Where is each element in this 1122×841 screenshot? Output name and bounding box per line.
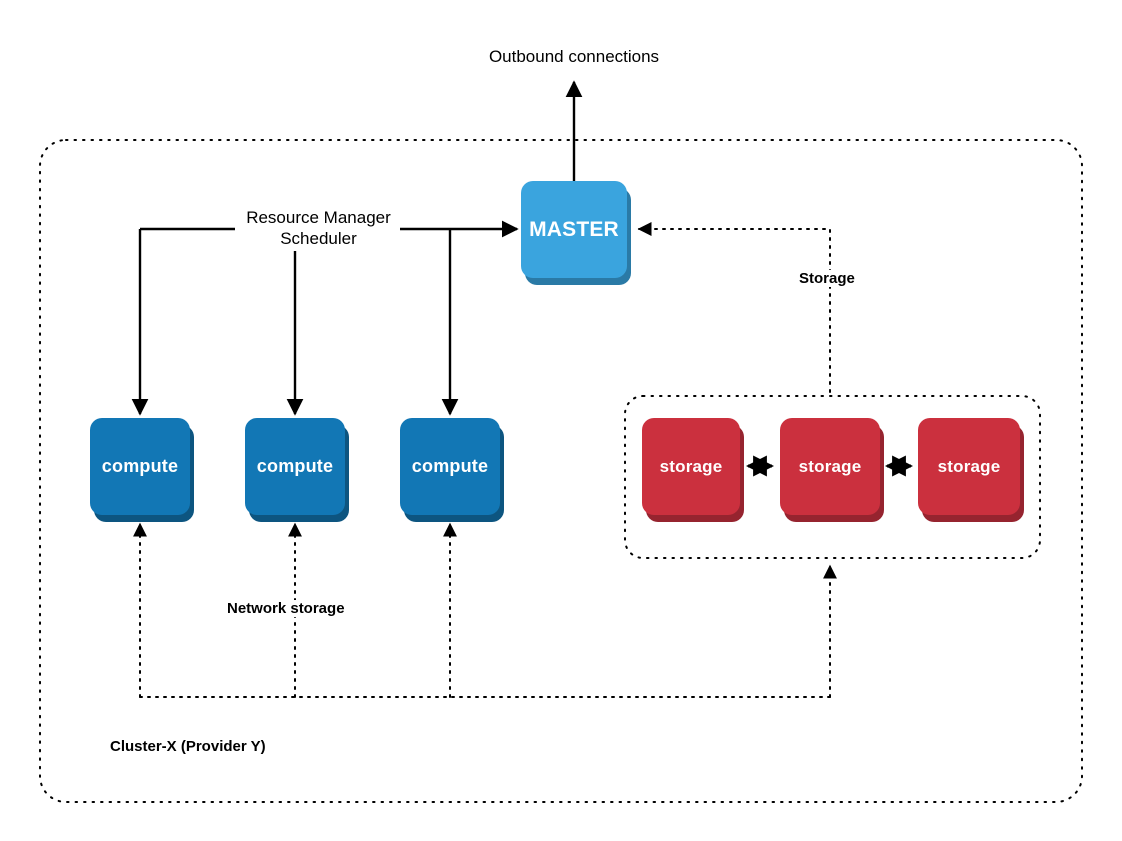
storage-node-1[interactable]: storage	[642, 418, 740, 515]
master-node[interactable]: MASTER	[521, 181, 627, 278]
compute-node-2[interactable]: compute	[245, 418, 345, 515]
storage-node-2[interactable]: storage	[780, 418, 880, 515]
compute-node-3[interactable]: compute	[400, 418, 500, 515]
network-storage-label: Network storage	[223, 600, 349, 617]
outbound-connections-label: Outbound connections	[488, 47, 660, 66]
cluster-label: Cluster-X (Provider Y)	[110, 738, 266, 755]
resource-manager-label: Resource Manager	[237, 207, 400, 229]
storage-node-3[interactable]: storage	[918, 418, 1020, 515]
cluster-boundary	[39, 139, 1083, 803]
storage-group-boundary	[624, 395, 1041, 559]
edge-storage-to-master	[637, 222, 831, 393]
scheduler-label: Scheduler	[237, 228, 400, 250]
compute-node-1[interactable]: compute	[90, 418, 190, 515]
storage-link-label: Storage	[795, 270, 855, 287]
